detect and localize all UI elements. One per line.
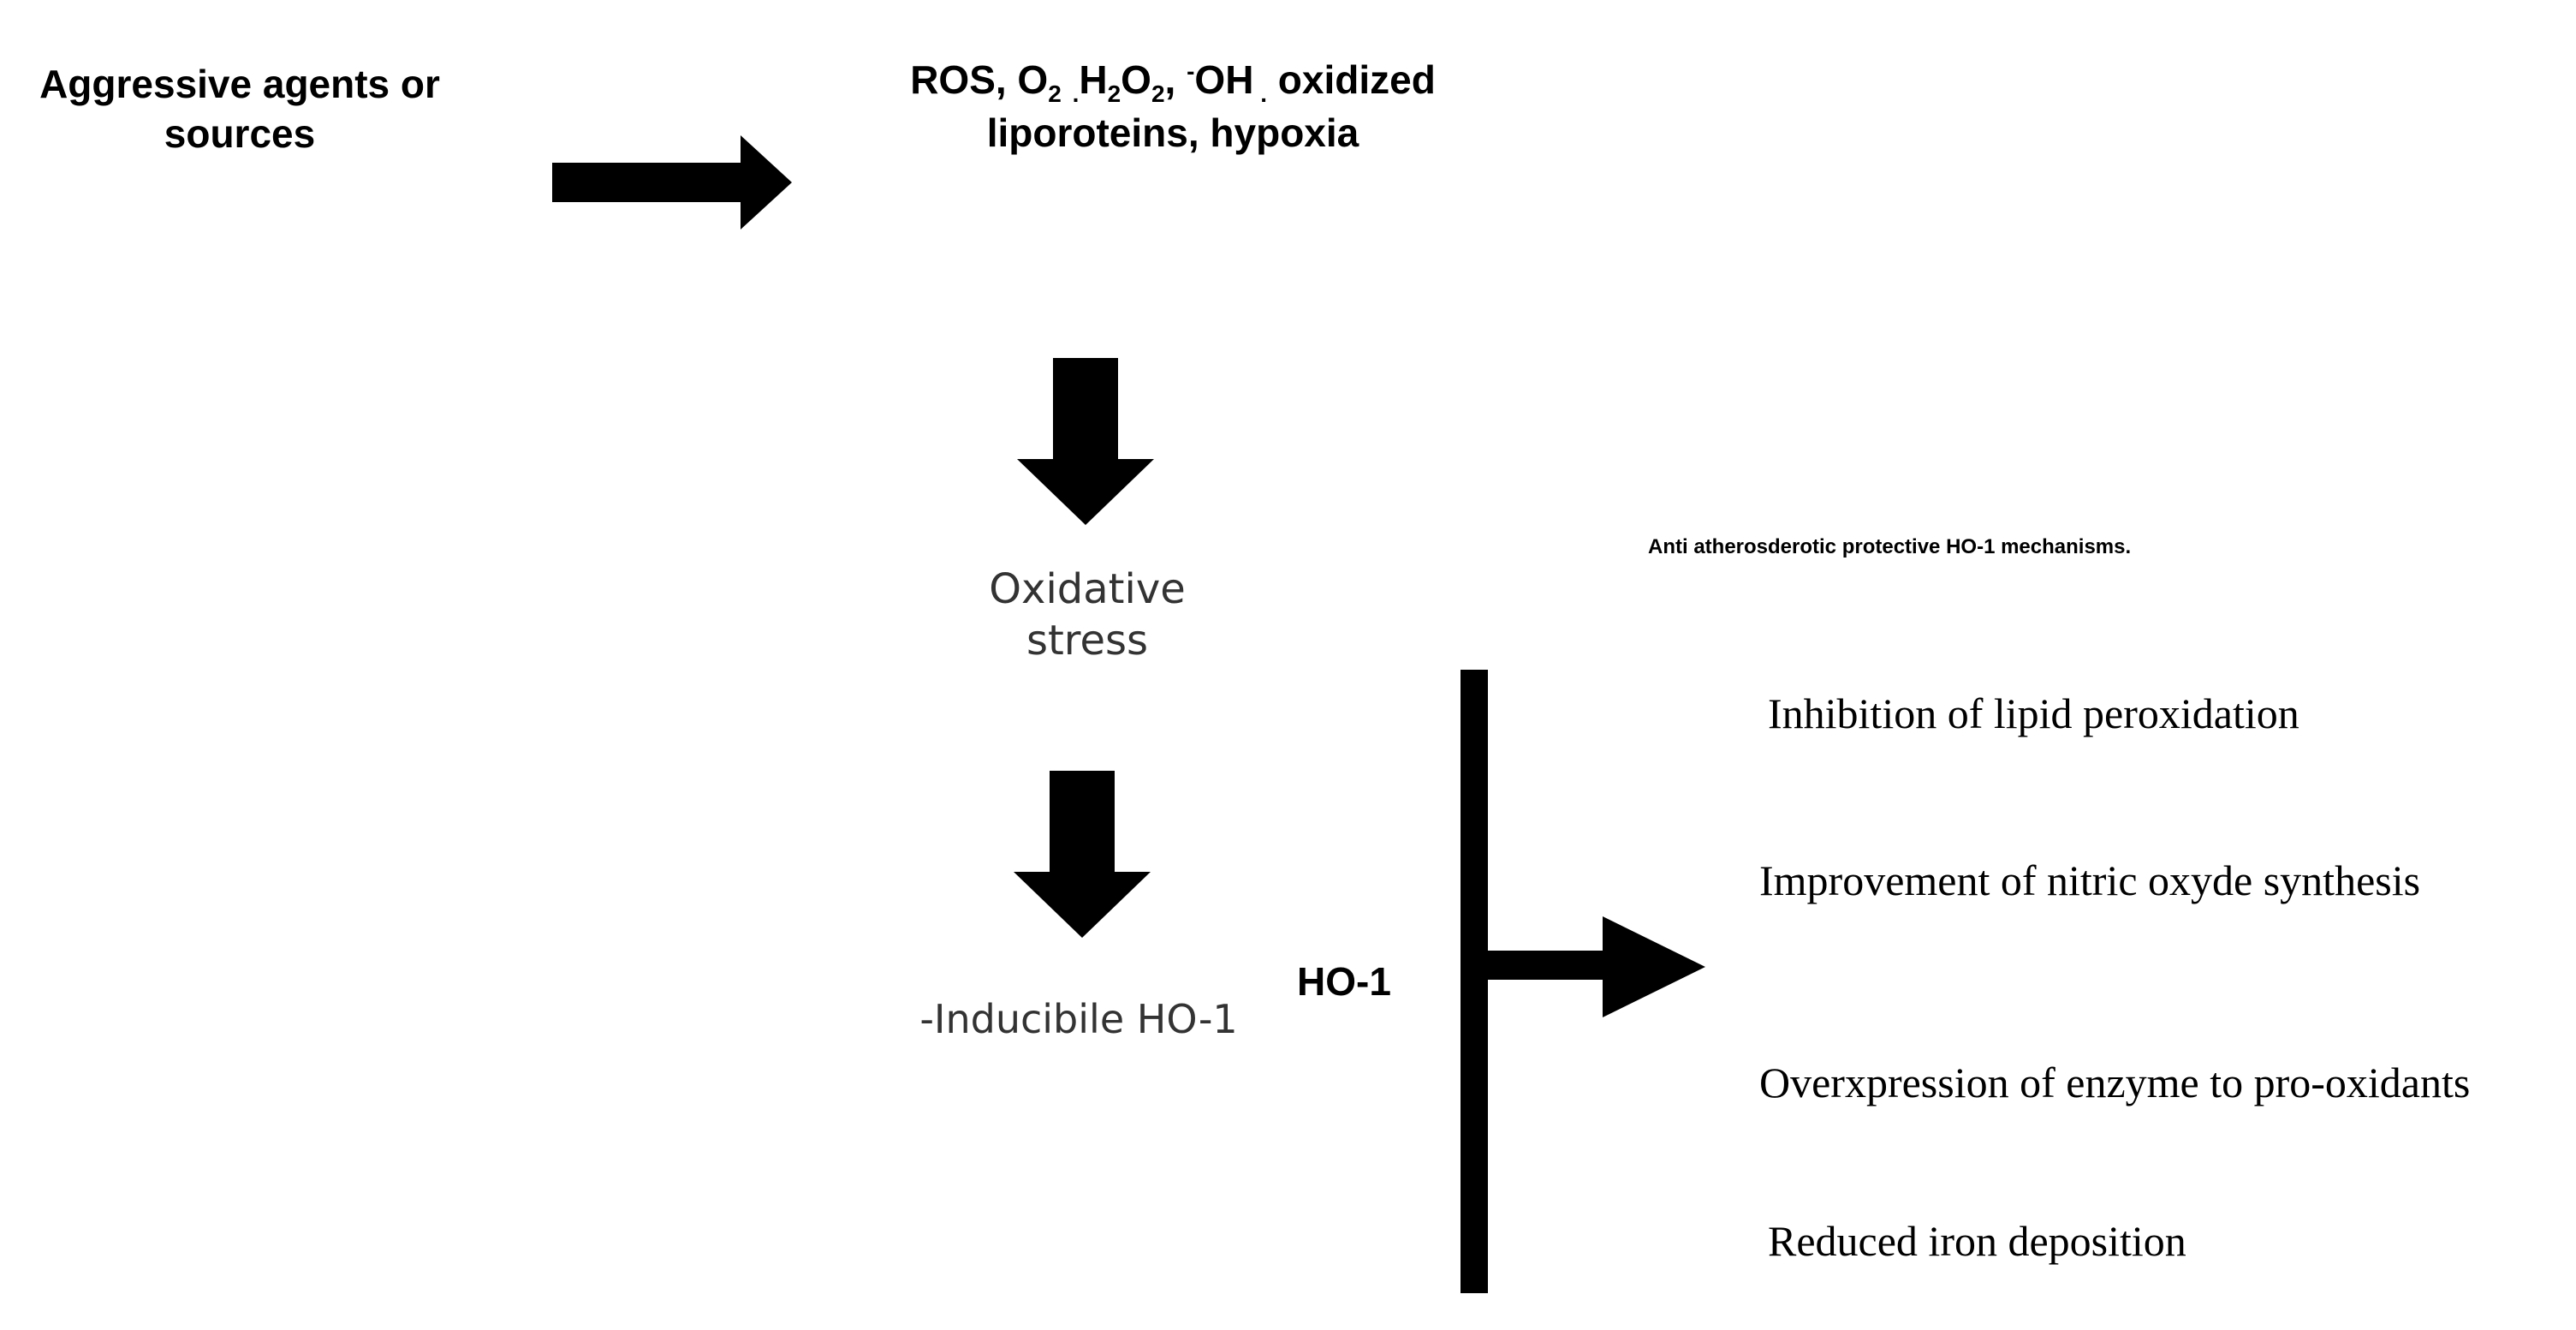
mechanism-item-2: Improvement of nitric oxyde synthesis bbox=[1759, 856, 2421, 904]
source-label-line1: Aggressive agents or bbox=[39, 62, 440, 106]
source-label-line2: sources bbox=[164, 110, 316, 156]
source-label: Aggressive agents or sources bbox=[17, 60, 462, 158]
horizontal-stem bbox=[1481, 951, 1609, 980]
down-arrow-icon bbox=[1017, 358, 1154, 525]
mechanism-item-3: Overxpression of enzyme to pro-oxidants bbox=[1759, 1059, 2471, 1106]
ho1-label: HO-1 bbox=[1297, 959, 1391, 1004]
vertical-bracket-bar bbox=[1461, 670, 1488, 1293]
mechanism-item-1: Inhibition of lipid peroxidation bbox=[1768, 689, 2299, 737]
right-arrowhead-icon bbox=[1603, 916, 1705, 1017]
right-arrow-icon bbox=[552, 135, 792, 230]
agents-label: ROS, O2 .H2O2, -OH . oxidized liporotein… bbox=[839, 56, 1507, 158]
stress-label-line1: Oxidative bbox=[989, 565, 1186, 613]
mechanisms-heading: Anti atherosderotic protective HO-1 mech… bbox=[1648, 535, 2132, 558]
mechanism-item-4: Reduced iron deposition bbox=[1768, 1217, 2186, 1265]
agents-label-line1: ROS, O2 .H2O2, -OH . oxidized bbox=[910, 57, 1436, 108]
stress-label-line2: stress bbox=[1026, 617, 1149, 665]
inducible-label: -Inducibile HO-1 bbox=[919, 996, 1238, 1042]
down-arrow-icon bbox=[1014, 771, 1151, 938]
agents-label-line2: liporoteins, hypoxia bbox=[986, 110, 1359, 156]
stress-label: Oxidative stress bbox=[890, 564, 1284, 666]
